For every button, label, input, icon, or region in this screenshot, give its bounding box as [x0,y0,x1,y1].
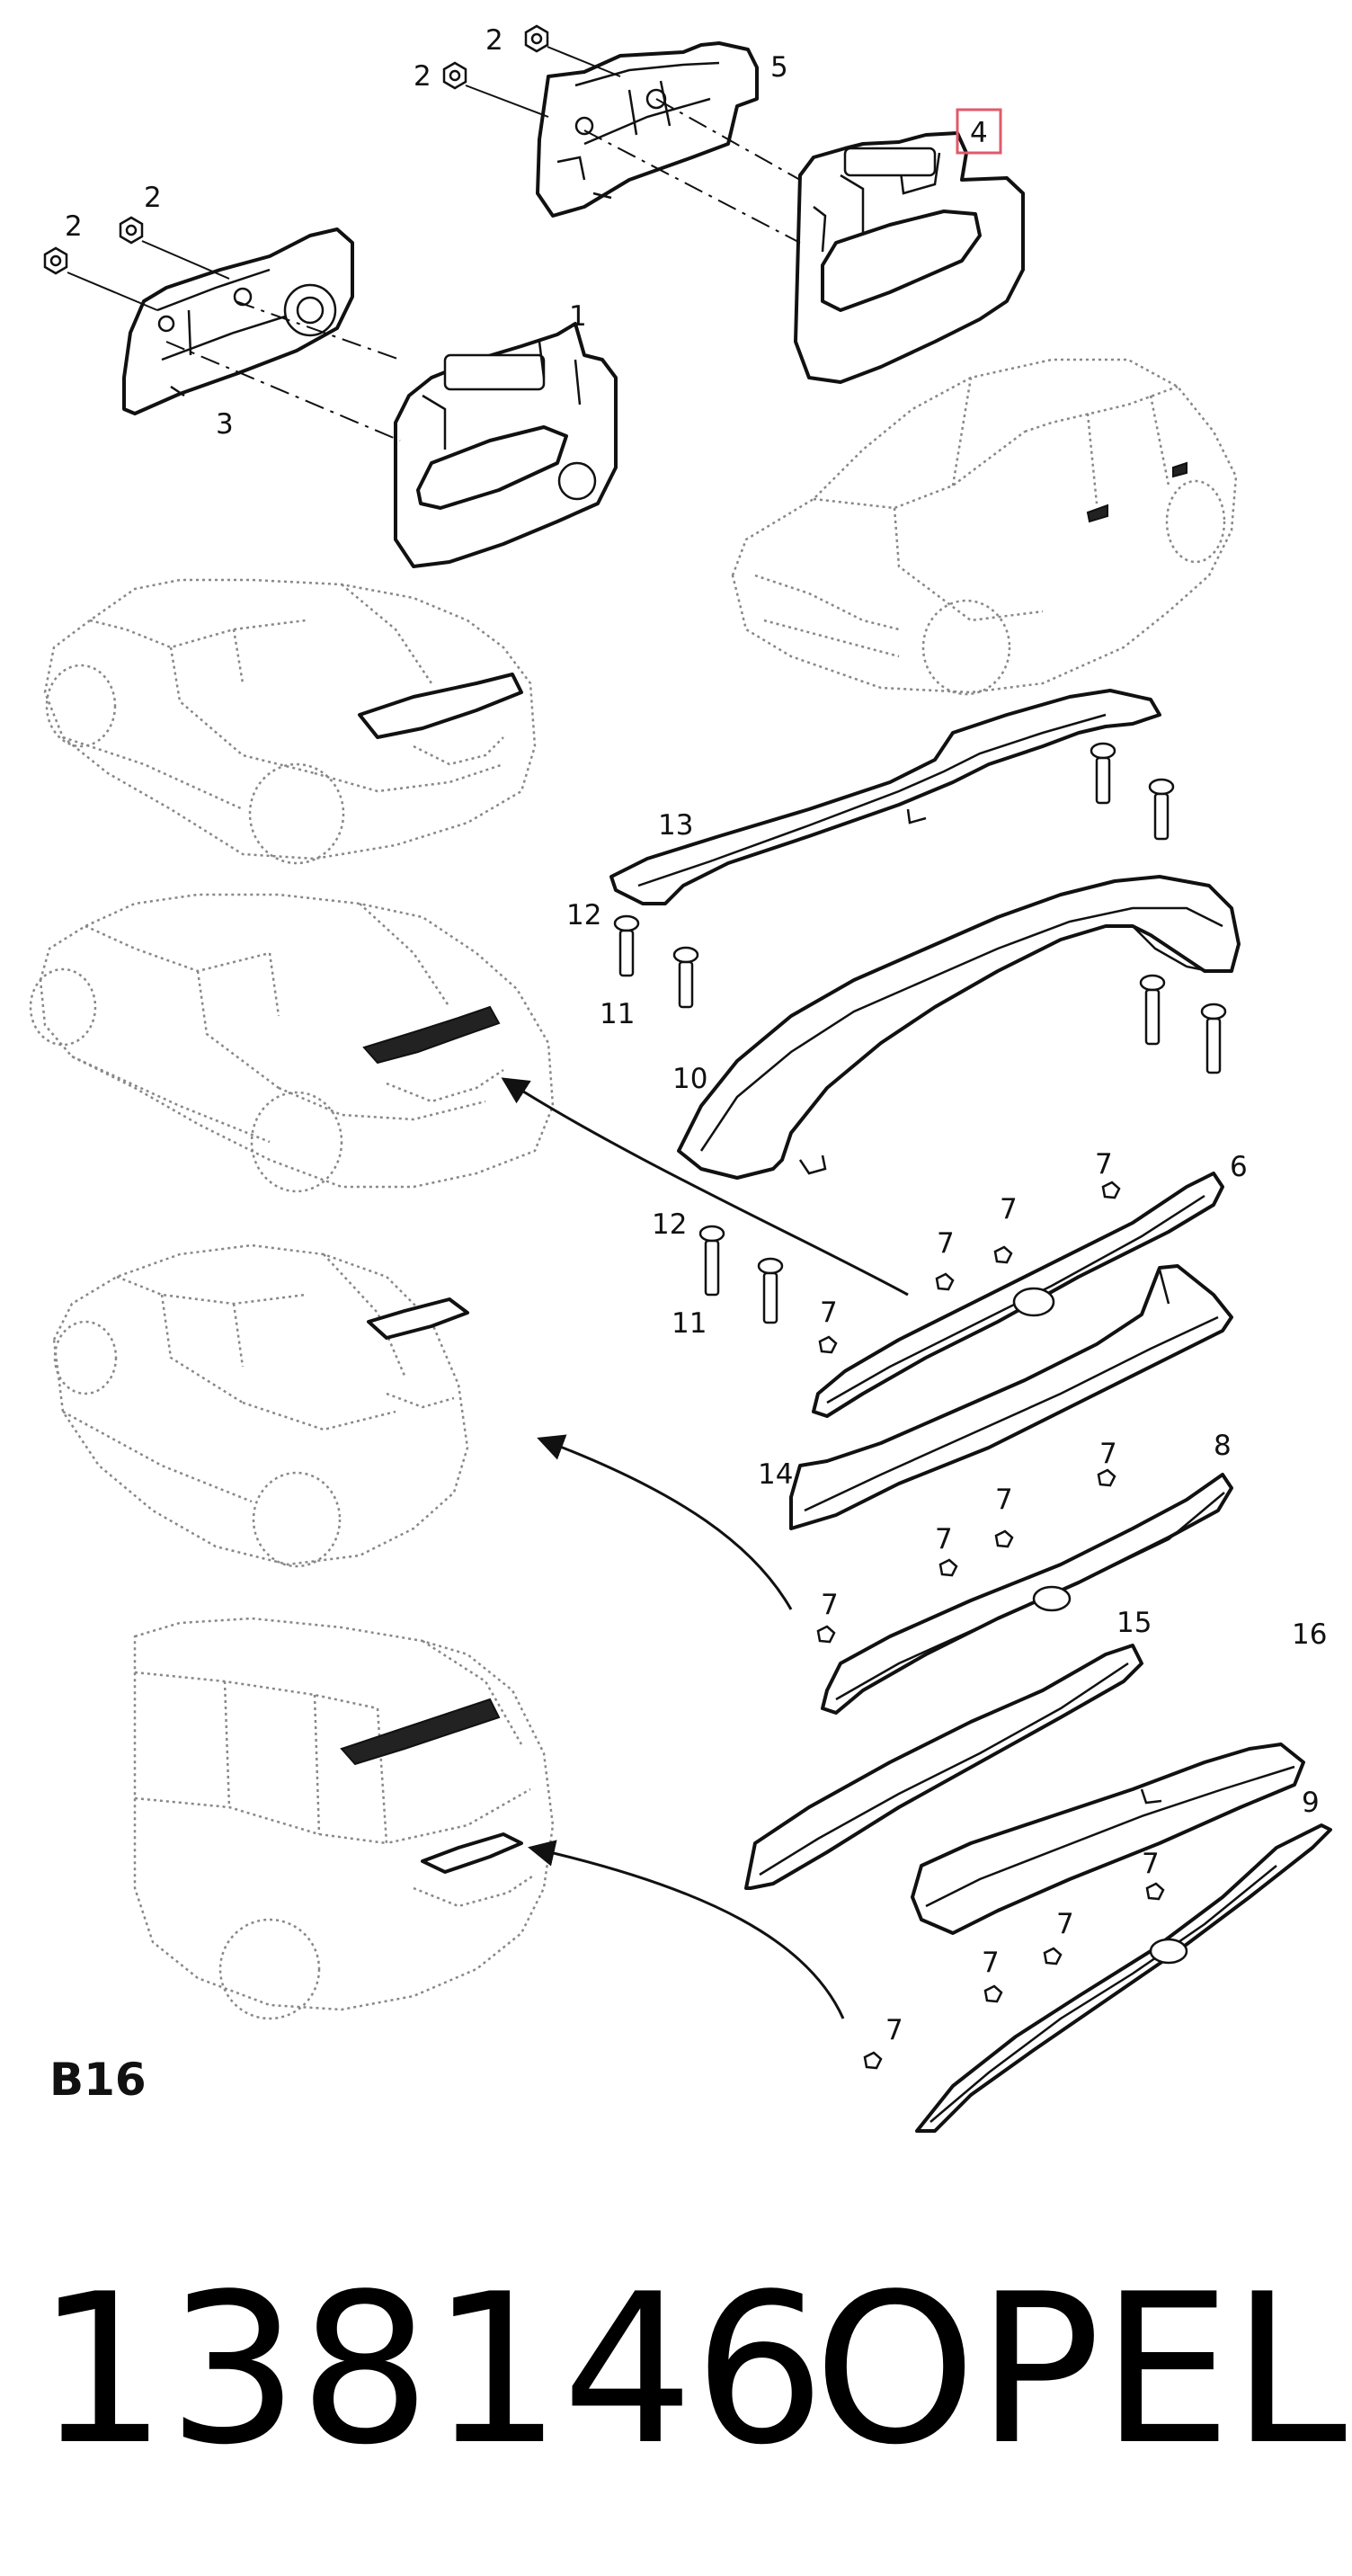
callout-4[interactable]: 4 [970,117,988,149]
bolt-part-11-g [698,1225,725,1297]
callout-7[interactable]: 7 [995,1484,1013,1516]
spoiler-part-10 [677,875,1241,1180]
bracket-part-3 [122,227,354,415]
callout-3[interactable]: 3 [216,408,234,441]
callout-9[interactable]: 9 [1302,1787,1320,1819]
section-code: B16 [49,2054,147,2106]
trim-part-8 [821,1473,1233,1715]
callout-12[interactable]: 12 [566,899,601,931]
nut-part-2-c [442,61,467,90]
spoiler-part-13 [609,689,1161,905]
clip-part-7-group [816,1181,1165,2070]
callout-14[interactable]: 14 [758,1458,793,1491]
callout-13[interactable]: 13 [658,809,693,842]
callout-2[interactable]: 2 [144,182,162,214]
callout-2[interactable]: 2 [65,210,83,243]
callout-1[interactable]: 1 [569,300,587,333]
nut-part-2-b [119,216,144,245]
trim-part-15 [744,1644,1143,1890]
callout-10[interactable]: 10 [672,1063,707,1095]
callout-16[interactable]: 16 [1292,1618,1327,1651]
part-number: 138146 [36,2251,825,2491]
callout-5[interactable]: 5 [770,51,788,84]
callout-7[interactable]: 7 [937,1227,955,1260]
bolt-part-11-a [613,914,640,977]
callout-11[interactable]: 11 [672,1307,707,1340]
callout-8[interactable]: 8 [1214,1430,1232,1462]
bolt-part-11-f [1200,1003,1227,1074]
bracket-part-5 [536,41,759,218]
callout-2[interactable]: 2 [485,24,503,57]
callout-7[interactable]: 7 [1056,1908,1074,1940]
callout-11[interactable]: 11 [600,998,635,1030]
reference-arrows [501,1077,909,2019]
bolt-part-11-c [1090,742,1116,805]
callout-7[interactable]: 7 [935,1523,953,1555]
callout-7[interactable]: 7 [885,2014,903,2046]
brand-name: OPEL [814,2251,1347,2491]
callout-7[interactable]: 7 [820,1297,838,1329]
nut-part-2-a [43,246,68,275]
car-illustration-rear-1 [43,578,537,865]
callout-2[interactable]: 2 [414,60,431,93]
trim-part-6 [812,1172,1224,1418]
callout-highlight-box [956,108,1002,155]
car-illustration-front [731,358,1238,696]
callout-7[interactable]: 7 [982,1947,1000,1979]
callout-7[interactable]: 7 [1095,1148,1113,1181]
callout-15[interactable]: 15 [1116,1607,1152,1639]
callout-7[interactable]: 7 [1000,1193,1018,1226]
car-illustration-mpv [133,1617,555,2020]
handle-part-4 [794,131,1025,384]
bolt-part-11-e [1139,974,1166,1046]
callout-7[interactable]: 7 [1099,1438,1117,1470]
trim-part-9 [915,1823,1332,2133]
bolt-part-11-d [1148,778,1175,841]
trim-part-14 [789,1264,1233,1530]
handle-part-1 [394,322,618,568]
bolt-part-11-h [757,1257,784,1324]
bolt-part-11-b [672,946,699,1009]
trim-part-16 [911,1743,1305,1935]
callout-12[interactable]: 12 [652,1208,687,1241]
car-illustration-rear-2 [29,893,555,1193]
callout-7[interactable]: 7 [1142,1848,1160,1880]
callout-7[interactable]: 7 [821,1589,839,1621]
callout-6[interactable]: 6 [1230,1151,1248,1183]
car-illustration-rear-3 [52,1243,469,1568]
nut-part-2-d [524,24,549,53]
exploded-lines-top [67,46,801,441]
